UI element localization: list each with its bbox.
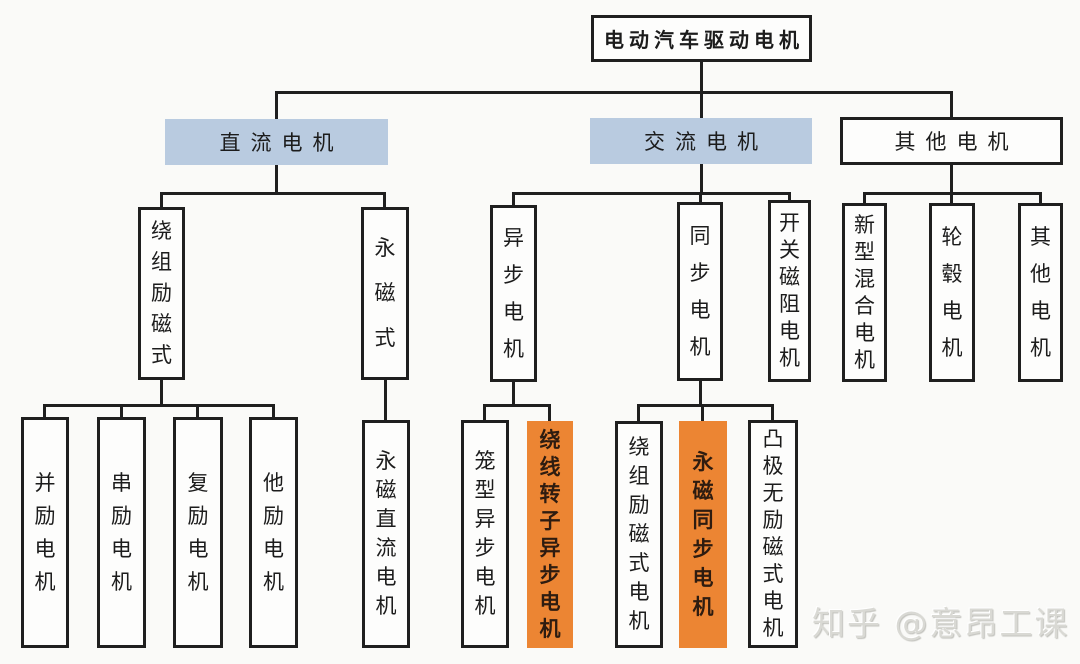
connector-line — [275, 165, 278, 195]
connector-line — [483, 404, 486, 422]
connector-line — [699, 192, 702, 204]
connector-line — [160, 192, 163, 208]
node-other-motor-sub: 其他电机 — [1018, 203, 1063, 382]
connector-line — [512, 192, 791, 195]
connector-line — [700, 163, 703, 195]
node-sync-motor: 同步电机 — [677, 202, 723, 381]
node-ac-motor: 交流电机 — [590, 118, 812, 164]
connector-line — [950, 165, 953, 195]
node-async-motor: 异步电机 — [490, 205, 537, 382]
connector-line — [512, 382, 515, 407]
connector-line — [699, 381, 702, 407]
connector-line — [637, 404, 774, 407]
node-pm-dc-motor: 永磁直流电机 — [362, 420, 410, 648]
node-wound-excitation: 绕组励磁式 — [138, 207, 185, 380]
node-wound-rotor-async-motor: 绕线转子异步电机 — [527, 421, 573, 648]
connector-line — [43, 404, 46, 419]
connector-line — [548, 404, 551, 423]
node-new-hybrid-motor: 新型混合电机 — [842, 203, 887, 382]
node-permanent-magnet: 永磁式 — [361, 207, 409, 380]
connector-line — [383, 192, 386, 208]
node-series-motor: 串励电机 — [97, 417, 146, 648]
connector-line — [196, 404, 199, 419]
connector-line — [483, 404, 551, 407]
connector-line — [701, 404, 704, 423]
connector-line — [700, 62, 703, 118]
node-shunt-motor: 并励电机 — [21, 417, 69, 648]
watermark: 知乎 @意昂工课 — [812, 604, 1070, 643]
node-wound-field-sync-motor: 绕组励磁式电机 — [615, 421, 663, 648]
connector-line — [275, 91, 278, 121]
connector-line — [1039, 192, 1042, 205]
connector-line — [950, 192, 953, 205]
node-dc-motor: 直流电机 — [165, 119, 388, 165]
node-separately-excited-motor: 他励电机 — [249, 417, 298, 648]
node-pm-sync-motor: 永磁同步电机 — [679, 421, 727, 648]
connector-line — [272, 404, 275, 419]
connector-line — [160, 380, 163, 407]
connector-line — [160, 192, 386, 195]
connector-line — [43, 404, 275, 407]
node-cage-async-motor: 笼型异步电机 — [461, 420, 509, 648]
connector-line — [771, 404, 774, 422]
node-ev-drive-motor: 电动汽车驱动电机 — [591, 15, 812, 62]
connector-line — [384, 380, 387, 422]
connector-line — [788, 192, 791, 202]
connector-line — [275, 91, 953, 94]
connector-line — [512, 192, 515, 207]
node-switched-reluctance-motor: 开关磁阻电机 — [768, 200, 811, 382]
connector-line — [863, 192, 866, 205]
node-compound-motor: 复励电机 — [173, 417, 223, 648]
node-other-motor: 其他电机 — [840, 117, 1063, 165]
connector-line — [120, 404, 123, 419]
connector-line — [637, 404, 640, 423]
node-salient-pole-motor: 凸极无励磁式电机 — [748, 420, 798, 648]
node-hub-motor: 轮毂电机 — [929, 203, 975, 382]
connector-line — [950, 91, 953, 119]
